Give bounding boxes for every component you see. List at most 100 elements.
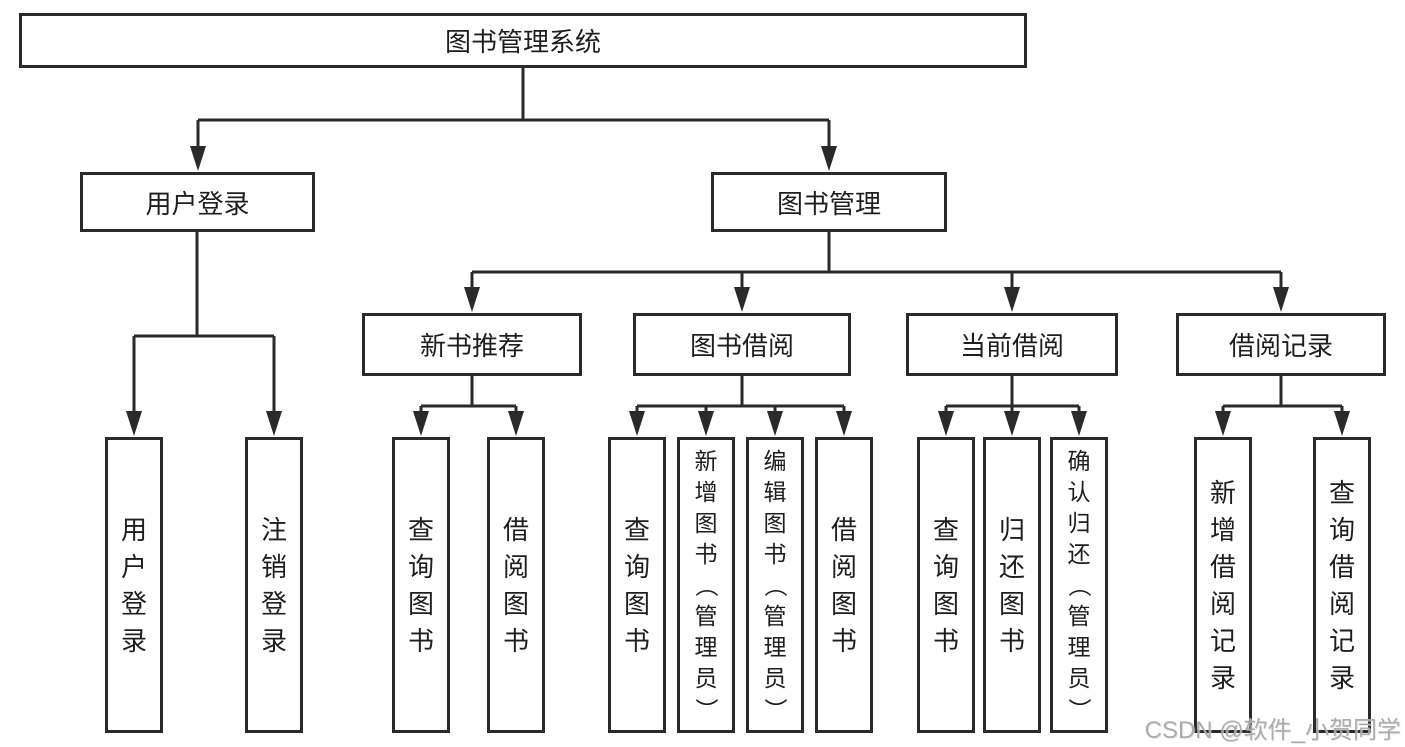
vertical-label-char: 归 — [998, 514, 1025, 545]
vertical-label-char: 理 — [1067, 633, 1091, 660]
vertical-label-char: 书 — [830, 625, 857, 656]
vertical-label-char: 查 — [407, 514, 434, 545]
vertical-label-char: 借 — [502, 514, 529, 545]
vertical-label-char: 阅 — [1209, 588, 1236, 619]
vertical-label-char: 询 — [932, 551, 959, 582]
vertical-label-char: 借 — [830, 514, 857, 545]
vertical-label-char: 录 — [120, 625, 147, 656]
node-book-management: 图书管理 — [711, 172, 947, 232]
leaf-add-borrow-record: 新增借阅记录 — [1194, 437, 1252, 733]
vertical-label-char: 书 — [407, 625, 434, 656]
leaf-query-books-borrow: 查询图书 — [608, 437, 666, 733]
vertical-label-char: 图 — [830, 588, 857, 619]
vertical-label-char: 还 — [1067, 540, 1091, 567]
leaf-borrow-books-recommend: 借阅图书 — [487, 437, 545, 733]
vertical-label-char: 询 — [1328, 514, 1355, 545]
node-user-login: 用户登录 — [80, 172, 315, 232]
vertical-label-char: 归 — [1067, 509, 1091, 536]
leaf-logout: 注销登录 — [245, 437, 303, 733]
vertical-label-char: 录 — [260, 625, 287, 656]
arrow-book-borrow — [734, 287, 750, 312]
vertical-label-char: 理 — [763, 633, 787, 660]
vertical-label-char: 认 — [1067, 478, 1091, 505]
leaf-confirm-return-admin: 确认归还（管理员） — [1050, 437, 1108, 733]
vertical-label-char: 新 — [1209, 477, 1236, 508]
node-current-borrow: 当前借阅 — [906, 313, 1118, 376]
vertical-label-char: 注 — [260, 514, 287, 545]
vertical-label-char: 登 — [120, 588, 147, 619]
vertical-label-char: 图 — [623, 588, 650, 619]
vertical-label-char: 记 — [1328, 625, 1355, 656]
vertical-label-char: 销 — [260, 551, 287, 582]
vertical-label-char: 询 — [407, 551, 434, 582]
node-root-library-system: 图书管理系统 — [19, 13, 1027, 68]
vertical-label-char: ） — [1066, 697, 1093, 721]
leaf-borrow-books: 借阅图书 — [815, 437, 873, 733]
vertical-label-char: 户 — [120, 551, 147, 582]
leaf-query-books-recommend: 查询图书 — [392, 437, 450, 733]
leaf-edit-book-admin: 编辑图书 （ 管理员 ） — [746, 437, 804, 733]
vertical-label-char: 用 — [120, 514, 147, 545]
vertical-label-char: 员 — [763, 664, 787, 691]
vertical-label-char: 书 — [998, 625, 1025, 656]
vertical-label-char: （ — [693, 573, 720, 597]
vertical-label-char: 书 — [502, 625, 529, 656]
vertical-label-char: 录 — [1328, 662, 1355, 693]
vertical-label-char: 图 — [694, 509, 718, 536]
vertical-label-char: 询 — [623, 551, 650, 582]
vertical-label-char: 记 — [1209, 625, 1236, 656]
csdn-watermark: CSDN @软件_小贺同学 — [1144, 717, 1401, 744]
arrow-current-borrow — [1004, 287, 1020, 312]
vertical-label-char: 阅 — [1328, 588, 1355, 619]
leaf-add-book-admin: 新增图书 （ 管理员 ） — [677, 437, 735, 733]
vertical-label-char: ） — [693, 697, 720, 721]
vertical-label-char: 图 — [763, 509, 787, 536]
vertical-label-char: 查 — [932, 514, 959, 545]
leaf-query-borrow-record: 查询借阅记录 — [1313, 437, 1371, 733]
vertical-label-char: 辑 — [763, 478, 787, 505]
vertical-label-char: 阅 — [502, 551, 529, 582]
vertical-label-char: 查 — [623, 514, 650, 545]
leaf-return-books: 归还图书 — [983, 437, 1041, 733]
vertical-label-char: 管 — [763, 602, 787, 629]
arrow-new-book — [464, 287, 480, 312]
vertical-label-char: 员 — [694, 664, 718, 691]
arrowheads — [126, 146, 1350, 436]
arrow-book-management — [821, 146, 837, 171]
node-book-borrow: 图书借阅 — [633, 313, 851, 376]
vertical-label-char: 理 — [694, 633, 718, 660]
vertical-label-char: 书 — [763, 540, 787, 567]
vertical-label-char: 图 — [998, 588, 1025, 619]
vertical-label-char: 编 — [763, 447, 787, 474]
vertical-label-char: 管 — [1067, 602, 1091, 629]
vertical-label-char: 书 — [694, 540, 718, 567]
vertical-label-char: （ — [1066, 573, 1093, 597]
vertical-label-char: 还 — [998, 551, 1025, 582]
vertical-label-char: 借 — [1328, 551, 1355, 582]
arrow-borrow-records — [1273, 287, 1289, 312]
arrow-user-login — [190, 146, 206, 171]
vertical-label-char: 确 — [1067, 447, 1091, 474]
vertical-label-char: ） — [762, 697, 789, 721]
vertical-label-char: 书 — [932, 625, 959, 656]
vertical-label-char: 图 — [502, 588, 529, 619]
leaf-user-login: 用户登录 — [105, 437, 163, 733]
node-new-book-recommend: 新书推荐 — [362, 313, 582, 376]
leaf-query-books-current: 查询图书 — [917, 437, 975, 733]
vertical-label-char: 查 — [1328, 477, 1355, 508]
vertical-label-char: 借 — [1209, 551, 1236, 582]
vertical-label-char: 阅 — [830, 551, 857, 582]
vertical-label-char: 管 — [694, 602, 718, 629]
vertical-label-char: 录 — [1209, 662, 1236, 693]
vertical-label-char: 书 — [623, 625, 650, 656]
vertical-label-char: 新 — [694, 447, 718, 474]
vertical-label-char: 增 — [694, 478, 718, 505]
node-borrow-records: 借阅记录 — [1176, 313, 1386, 376]
vertical-label-char: 登 — [260, 588, 287, 619]
vertical-label-char: 图 — [932, 588, 959, 619]
vertical-label-char: 图 — [407, 588, 434, 619]
vertical-label-char: 增 — [1209, 514, 1236, 545]
vertical-label-char: （ — [762, 573, 789, 597]
